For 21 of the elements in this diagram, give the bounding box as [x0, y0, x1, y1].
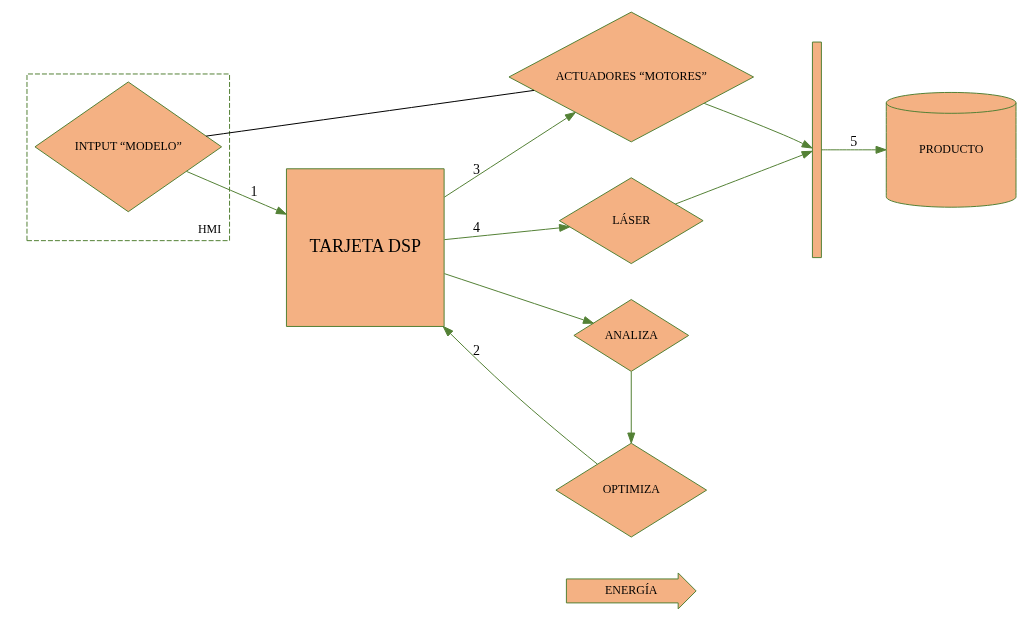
- arrow: [443, 223, 571, 241]
- node-diamond: ACTUADORES “MOTORES”: [508, 11, 755, 143]
- edge-label: 5: [850, 134, 858, 150]
- node-diamond: OPTIMIZA: [555, 442, 708, 538]
- edge-label: 4: [473, 219, 481, 235]
- arrow: [703, 102, 813, 149]
- arrow: [627, 371, 636, 444]
- node-diamond: INTPUT “MODELO”: [34, 81, 223, 213]
- arrow: [674, 150, 813, 205]
- edge-label: 1: [250, 183, 258, 199]
- node-box: TARJETA DSP: [285, 168, 445, 327]
- node-diamond: ANALIZA: [573, 299, 690, 372]
- node-bar: [811, 41, 822, 259]
- arrow: [443, 273, 594, 324]
- arrow: [443, 111, 576, 198]
- arrow: [820, 145, 887, 154]
- edge-label: 2: [473, 342, 481, 358]
- arrow: [185, 170, 287, 215]
- connector: [205, 89, 535, 137]
- arrow: [442, 326, 598, 465]
- edge-label: 3: [473, 161, 481, 177]
